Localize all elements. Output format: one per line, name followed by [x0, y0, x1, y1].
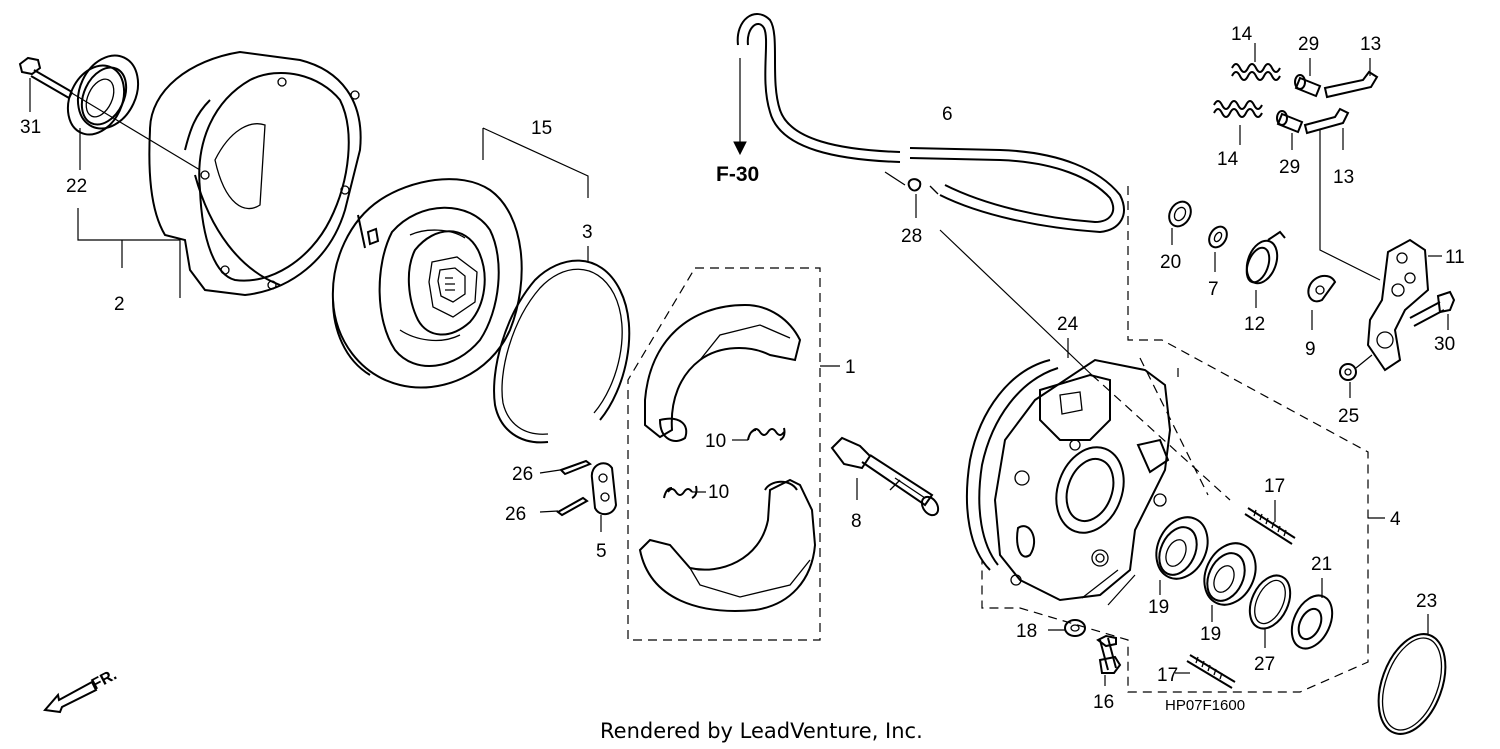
bolt-16[interactable] [1096, 634, 1122, 686]
part-label-25[interactable]: 25 [1338, 406, 1359, 427]
clip-28[interactable] [884, 171, 922, 218]
oil-seal-21[interactable] [1284, 578, 1340, 655]
part-label-16[interactable]: 16 [1093, 692, 1114, 713]
part-label-6[interactable]: 6 [942, 104, 953, 125]
part-label-30[interactable]: 30 [1434, 334, 1455, 355]
indicator-plate-9[interactable] [1307, 274, 1337, 330]
part-label-15[interactable]: 15 [531, 118, 552, 139]
retainer-ring-3[interactable] [493, 246, 631, 444]
pin-13-lower[interactable] [1303, 107, 1381, 281]
part-label-19-upper[interactable]: 19 [1148, 597, 1169, 618]
part-label-14-upper[interactable]: 14 [1231, 24, 1253, 45]
front-direction-arrow: FR. [43, 666, 120, 714]
spring-10-lower[interactable] [663, 485, 706, 499]
bracket-15 [482, 127, 589, 198]
part-label-26-lower[interactable]: 26 [505, 504, 526, 525]
arrow-head-f30 [733, 141, 747, 156]
bolt-31[interactable] [18, 56, 73, 112]
pin-13-upper[interactable] [1323, 58, 1379, 99]
stud-17-lower[interactable] [1175, 654, 1236, 689]
part-label-20[interactable]: 20 [1160, 252, 1181, 273]
bracket-2 [77, 208, 181, 298]
part-label-22[interactable]: 22 [66, 176, 87, 197]
spring-10-upper[interactable] [732, 427, 786, 441]
pin-29-upper[interactable] [1294, 58, 1322, 98]
part-label-21[interactable]: 21 [1311, 554, 1332, 575]
plate-5[interactable] [590, 462, 618, 532]
part-label-2[interactable]: 2 [114, 294, 125, 315]
part-label-18[interactable]: 18 [1016, 621, 1037, 642]
part-label-29-lower[interactable]: 29 [1279, 157, 1300, 178]
o-ring-23[interactable] [1366, 614, 1458, 743]
spring-14-upper[interactable] [1231, 43, 1281, 81]
part-label-14-lower[interactable]: 14 [1217, 149, 1239, 170]
part-label-23[interactable]: 23 [1416, 591, 1437, 612]
part-label-12[interactable]: 12 [1244, 314, 1265, 335]
spring-14-lower[interactable] [1213, 100, 1263, 145]
credit-text: Rendered by LeadVenture, Inc. [600, 719, 923, 743]
part-label-7[interactable]: 7 [1208, 279, 1219, 300]
part-label-27[interactable]: 27 [1254, 654, 1275, 675]
brake-drum-2[interactable] [69, 50, 362, 297]
part-label-9[interactable]: 9 [1305, 339, 1316, 360]
breather-tube-6[interactable] [736, 13, 1125, 234]
part-label-17-lower[interactable]: 17 [1157, 665, 1178, 686]
washer-18[interactable] [1048, 619, 1086, 637]
part-label-26-upper[interactable]: 26 [512, 464, 533, 485]
part-label-3[interactable]: 3 [582, 222, 593, 243]
part-label-1[interactable]: 1 [845, 357, 856, 378]
part-label-10-upper[interactable]: 10 [705, 431, 726, 452]
part-label-5[interactable]: 5 [596, 541, 607, 562]
spring-12[interactable] [1241, 230, 1286, 308]
diagram-code: HP07F1600 [1165, 697, 1245, 714]
circlip-27[interactable] [1242, 569, 1298, 648]
brake-arm-11[interactable] [1366, 238, 1442, 372]
bearing-19-upper[interactable] [1147, 509, 1218, 595]
part-label-31[interactable]: 31 [20, 117, 41, 138]
part-label-13-lower[interactable]: 13 [1333, 167, 1354, 188]
part-label-10-lower[interactable]: 10 [708, 482, 729, 503]
brake-shoe-upper[interactable] [644, 303, 802, 442]
part-label-8[interactable]: 8 [851, 511, 862, 532]
brake-panel-24[interactable] [939, 229, 1172, 602]
part-label-29-upper[interactable]: 29 [1298, 34, 1319, 55]
pin-29-lower[interactable] [1276, 110, 1304, 150]
reference-f30[interactable]: F-30 [716, 163, 759, 186]
brake-hub-15[interactable] [331, 178, 523, 389]
part-label-4[interactable]: 4 [1390, 509, 1401, 530]
front-indicator-label: FR. [89, 666, 120, 693]
oil-seal-22[interactable] [57, 46, 149, 170]
panel-dashed-outline-4 [981, 186, 1369, 693]
part-label-11[interactable]: 11 [1445, 247, 1465, 268]
part-label-17-upper[interactable]: 17 [1264, 476, 1285, 497]
part-label-19-lower[interactable]: 19 [1200, 624, 1221, 645]
bearing-19-lower[interactable] [1195, 535, 1266, 622]
brake-cam-8[interactable] [830, 436, 941, 518]
shoe-set-dashed-outline-1 [627, 267, 821, 641]
bolt-30[interactable] [1409, 290, 1456, 330]
stud-17-upper[interactable] [1244, 500, 1296, 545]
seal-20[interactable] [1165, 198, 1195, 245]
part-label-13-upper[interactable]: 13 [1360, 34, 1381, 55]
cotter-pin-26-upper[interactable] [539, 459, 593, 476]
part-label-24[interactable]: 24 [1057, 314, 1079, 335]
washer-7[interactable] [1206, 223, 1231, 272]
nut-25[interactable] [1339, 354, 1373, 398]
brake-shoe-lower[interactable] [638, 478, 817, 612]
cotter-pin-26-lower[interactable] [539, 496, 589, 517]
part-label-28[interactable]: 28 [901, 226, 922, 247]
